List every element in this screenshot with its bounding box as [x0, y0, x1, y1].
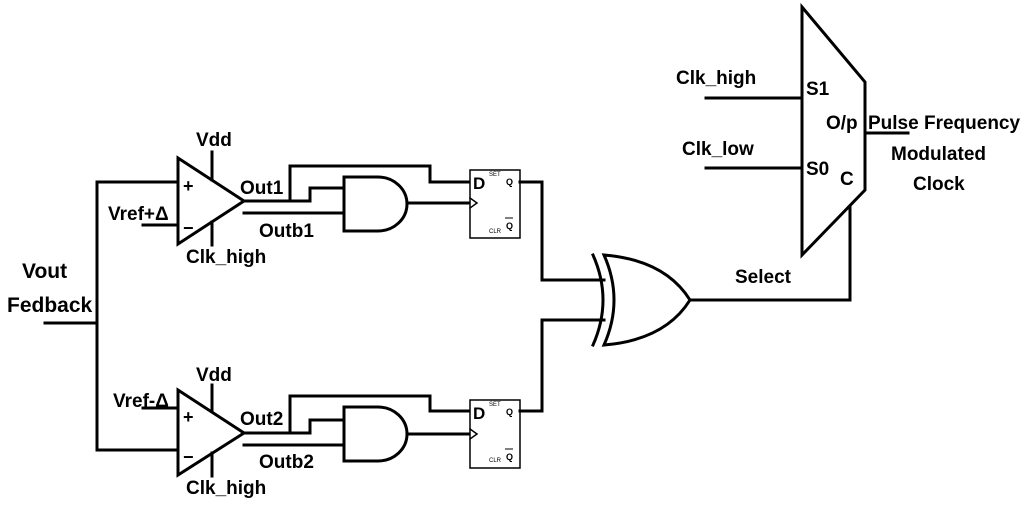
wires-to-xor — [518, 180, 606, 413]
comparator-2 — [141, 383, 247, 478]
comparator-2-out: Out2 — [240, 409, 283, 430]
comparator-1-outb: Outb1 — [259, 221, 314, 242]
comparator-2-vref: Vref-Δ — [113, 391, 169, 412]
multiplexer — [704, 2, 910, 259]
mux-s1-label: S1 — [806, 79, 830, 100]
and-gate-1 — [342, 175, 409, 233]
mux-output-label-line1: Pulse Frequency — [868, 113, 1020, 134]
flipflop-2-d: D — [473, 404, 485, 423]
flipflop-1-clr: CLR — [489, 229, 502, 235]
feedback-label-line2: Fedback — [7, 294, 93, 317]
mux-output-label-line3: Clock — [913, 174, 965, 195]
comparator-1-plus: + — [183, 176, 194, 196]
comparator-1-clk: Clk_high — [186, 247, 266, 268]
flipflop-2-q: Q — [506, 407, 513, 417]
feedback-label-line1: Vout — [22, 260, 67, 283]
flipflop-2-qbar: Q — [506, 452, 513, 462]
flipflop-2-set: SET — [489, 402, 501, 408]
xor-gate — [591, 253, 692, 347]
feedback-bus — [43, 180, 180, 452]
comparator-2-vdd: Vdd — [196, 365, 232, 386]
comparator-2-outb: Outb2 — [259, 452, 314, 473]
flipflop-1-d: D — [473, 174, 485, 193]
flipflop-2-clr: CLR — [489, 458, 502, 464]
mux-input-high: Clk_high — [676, 68, 756, 89]
select-label: Select — [735, 267, 792, 288]
wires-stage-1 — [242, 164, 472, 215]
select-wire — [688, 203, 852, 302]
flipflop-1-qbar: Q — [506, 221, 513, 231]
comparator-2-clk: Clk_high — [186, 478, 266, 499]
and-gate-2 — [342, 405, 409, 463]
comparator-1-minus: − — [183, 218, 194, 238]
comparator-1-out: Out1 — [240, 178, 284, 199]
flipflop-2 — [468, 399, 521, 469]
flipflop-1-q: Q — [506, 177, 513, 187]
flipflop-1-set: SET — [489, 172, 501, 178]
comparator-1-vdd: Vdd — [196, 130, 232, 151]
wires-stage-2 — [242, 394, 472, 447]
comparator-1-vref: Vref+Δ — [108, 204, 169, 225]
mux-input-low: Clk_low — [682, 139, 754, 160]
comparator-1 — [141, 150, 247, 247]
mux-s0-label: S0 — [806, 159, 829, 180]
mux-op-label: O/p — [826, 113, 858, 134]
mux-output-label-line2: Modulated — [891, 144, 986, 165]
flipflop-1 — [468, 169, 521, 239]
mux-c-label: C — [840, 169, 854, 190]
comparator-2-minus: − — [183, 447, 194, 467]
comparator-2-plus: + — [183, 407, 194, 427]
